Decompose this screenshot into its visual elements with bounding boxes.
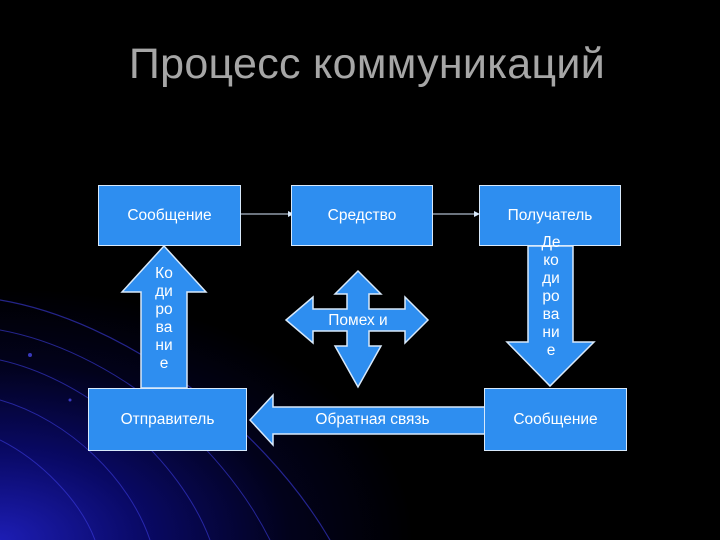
noise-four-way-arrow <box>284 269 430 389</box>
box-medium: Средство <box>291 185 433 246</box>
box-message-top: Сообщение <box>98 185 241 246</box>
noise-label: Помех и <box>328 312 388 329</box>
slide-title: Процесс коммуникаций <box>128 40 606 88</box>
encoding-label: Ко ди ро ва ни е <box>155 265 173 372</box>
box-message-bottom: Сообщение <box>484 388 627 451</box>
connector-arrowhead <box>474 211 480 217</box>
box-sender: Отправитель <box>88 388 247 451</box>
box-receiver: Получатель <box>479 185 621 246</box>
feedback-label: Обратная связь <box>315 411 430 428</box>
decoding-down-arrow <box>505 245 596 388</box>
decoding-label: Де ко ди ро ва ни е <box>541 234 561 359</box>
